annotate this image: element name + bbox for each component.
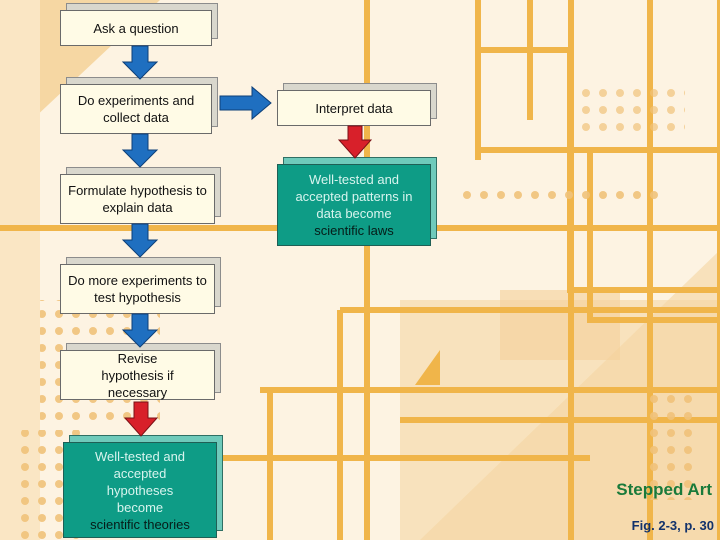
conclusion-laws-box: Well-tested and accepted patterns in dat… bbox=[277, 164, 431, 246]
conclusion-laws-emphasis: scientific laws bbox=[314, 223, 394, 238]
conclusion-laws-text: Well-tested and accepted patterns in dat… bbox=[295, 172, 413, 221]
step-do-experiments-label: Do experiments and collect data bbox=[77, 93, 195, 125]
red-down-arrow-icon bbox=[337, 125, 373, 159]
step-interpret-data: Interpret data bbox=[277, 90, 431, 126]
step-formulate-hypothesis: Formulate hypothesis to explain data bbox=[60, 174, 215, 224]
blue-right-arrow-icon bbox=[219, 85, 272, 121]
conclusion-theories-text: Well-tested and accepted hypotheses beco… bbox=[94, 448, 186, 515]
step-ask-question-label: Ask a question bbox=[93, 20, 179, 36]
step-more-experiments: Do more experiments to test hypothesis bbox=[60, 264, 215, 314]
blue-down-arrow-icon bbox=[121, 313, 159, 348]
conclusion-theories-box: Well-tested and accepted hypotheses beco… bbox=[63, 442, 217, 538]
blue-down-arrow-icon bbox=[121, 133, 159, 168]
figure-reference: Fig. 2-3, p. 30 bbox=[631, 518, 714, 533]
red-down-arrow-icon bbox=[123, 401, 159, 437]
step-revise-hypothesis-label: Revise hypothesis if necessary bbox=[101, 350, 174, 400]
conclusion-theories-emphasis: scientific theories bbox=[90, 516, 190, 532]
blue-down-arrow-icon bbox=[121, 223, 159, 258]
step-interpret-data-label: Interpret data bbox=[315, 100, 393, 116]
step-revise-hypothesis: Revise hypothesis if necessary bbox=[60, 350, 215, 400]
step-ask-question: Ask a question bbox=[60, 10, 212, 46]
stepped-art-label: Stepped Art bbox=[616, 480, 712, 499]
step-do-experiments: Do experiments and collect data bbox=[60, 84, 212, 134]
step-formulate-hypothesis-label: Formulate hypothesis to explain data bbox=[68, 183, 207, 215]
blue-down-arrow-icon bbox=[121, 45, 159, 80]
step-more-experiments-label: Do more experiments to test hypothesis bbox=[68, 273, 207, 305]
